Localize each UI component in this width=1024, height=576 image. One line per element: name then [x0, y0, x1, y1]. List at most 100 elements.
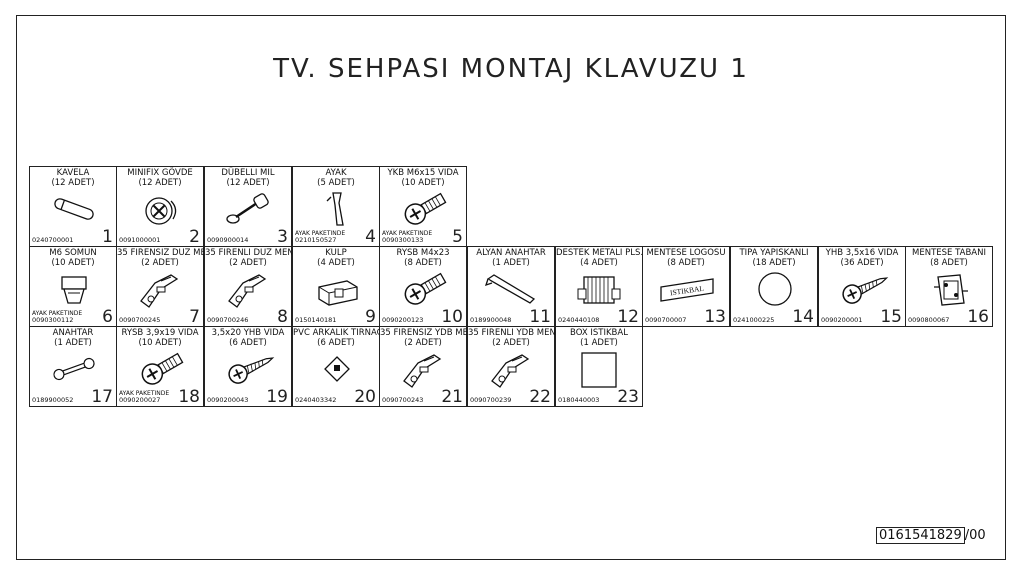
part-number: 18 [178, 387, 200, 407]
hinge-icon [219, 269, 279, 309]
part-code: 0090700239 [470, 396, 512, 404]
part-quantity: (8 ADET) [404, 258, 442, 268]
part-name: 35 FIRENSIZ DUZ MENTESE [117, 248, 234, 258]
part-number: 4 [365, 227, 376, 247]
hinge-plate-icon [920, 269, 980, 309]
part-code: 0090800067 [908, 316, 950, 324]
clip-icon [307, 349, 367, 389]
hinge-icon [482, 349, 542, 389]
part-quantity: (1 ADET) [492, 258, 530, 268]
part-quantity: (12 ADET) [138, 178, 182, 188]
logo-plate-icon: ISTIKBAL [657, 269, 717, 309]
part-code: 0090200123 [382, 316, 424, 324]
leg-icon [307, 189, 367, 229]
part-number: 14 [792, 307, 814, 327]
part-cell: MENTESE TABANI(8 ADET) 0090800067 16 [905, 246, 993, 327]
hinge-icon [394, 349, 454, 389]
part-name: MENTESE TABANI [912, 248, 986, 258]
part-name: DESTEK METALI PLS. [556, 248, 644, 258]
part-name: PVC ARKALIK TIRNAGI [293, 328, 386, 338]
part-quantity: (36 ADET) [840, 258, 884, 268]
part-code: 0180440003 [558, 396, 600, 404]
part-quantity: (2 ADET) [492, 338, 530, 348]
part-number: 3 [277, 227, 288, 247]
part-cell: 3,5x20 YHB VIDA(6 ADET) 0090200043 19 [204, 326, 292, 407]
part-number: 19 [266, 387, 288, 407]
part-name: 35 FIRENLI YDB MENTESE [468, 328, 578, 338]
part-quantity: (4 ADET) [317, 258, 355, 268]
part-number: 1 [102, 227, 113, 247]
part-note: AYAK PAKETINDE [119, 390, 170, 397]
part-name: 35 FIRENSIZ YDB MENTESE [380, 328, 496, 338]
part-name: RYSB 3,9x19 VIDA [121, 328, 199, 338]
drawing-sheet: TV. SEHPASI MONTAJ KLAVUZU 1 [16, 15, 1006, 560]
part-quantity: (18 ADET) [752, 258, 796, 268]
part-number: 11 [529, 307, 551, 327]
part-code: 0241000225 [733, 316, 775, 324]
part-cell: YHB 3,5x16 VIDA(36 ADET) 0090200001 15 [818, 246, 906, 327]
part-number: 17 [91, 387, 113, 407]
part-name: 3,5x20 YHB VIDA [211, 328, 285, 338]
part-name: BOX ISTIKBAL [570, 328, 628, 338]
part-number: 16 [967, 307, 989, 327]
part-code: 0189900048 [470, 316, 512, 324]
part-number: 6 [102, 307, 113, 327]
part-name: AYAK [325, 168, 347, 178]
part-note: AYAK PAKETINDE [295, 230, 346, 237]
part-note: AYAK PAKETINDE [382, 230, 433, 237]
cam-bolt-icon [219, 189, 279, 229]
part-quantity: (6 ADET) [229, 338, 267, 348]
screw-icon [219, 349, 279, 389]
box-icon [570, 349, 630, 389]
document-number: 0161541829 [876, 527, 965, 544]
cam-lock-icon [131, 189, 191, 229]
part-quantity: (10 ADET) [138, 338, 182, 348]
dowel-icon [44, 189, 104, 229]
part-name: MINIFIX GÖVDE [127, 168, 193, 178]
part-number: 8 [277, 307, 288, 327]
part-cell: 35 FIRENSIZ DUZ MENTESE(2 ADET)009070024… [116, 246, 234, 327]
part-quantity: (8 ADET) [930, 258, 968, 268]
part-code: 0090200043 [207, 396, 249, 404]
part-name: DÜBELLI MIL [221, 168, 275, 178]
part-name: 35 FIRENLI DUZ MENTESE [205, 248, 316, 258]
part-name: TIPA YAPISKANLI [739, 248, 809, 258]
part-name: RYSB M4x23 [396, 248, 450, 258]
part-code: 0240700001 [32, 236, 74, 244]
part-quantity: (12 ADET) [51, 178, 95, 188]
part-quantity: (5 ADET) [317, 178, 355, 188]
wrench-icon [44, 349, 104, 389]
document-code: 0161541829/00 [876, 527, 986, 544]
part-number: 21 [441, 387, 463, 407]
part-cell: 35 FIRENLI DUZ MENTESE(2 ADET)0090700246… [204, 246, 316, 327]
part-code: 0090200001 [821, 316, 863, 324]
part-code: 0150140181 [295, 316, 337, 324]
part-quantity: (8 ADET) [667, 258, 705, 268]
cap-sticker-icon [745, 269, 805, 309]
support-bracket-icon [570, 269, 630, 309]
part-name: YHB 3,5x16 VIDA [825, 248, 899, 258]
part-name: MENTESE LOGOSU [646, 248, 726, 258]
part-quantity: (4 ADET) [580, 258, 618, 268]
part-name: YKB M6x15 VIDA [387, 168, 459, 178]
part-note: AYAK PAKETINDE [32, 310, 83, 317]
part-number: 15 [880, 307, 902, 327]
page-title: TV. SEHPASI MONTAJ KLAVUZU 1 [273, 54, 749, 84]
bolt-icon [131, 349, 191, 389]
part-code: 0090300133 [382, 236, 424, 244]
part-cell: 35 FIRENSIZ YDB MENTESE(2 ADET)009070024… [379, 326, 496, 407]
part-number: 13 [704, 307, 726, 327]
part-number: 5 [452, 227, 463, 247]
part-number: 22 [529, 387, 551, 407]
handle-icon [307, 269, 367, 309]
screw-icon [833, 269, 893, 309]
part-number: 9 [365, 307, 376, 327]
part-number: 2 [189, 227, 200, 247]
